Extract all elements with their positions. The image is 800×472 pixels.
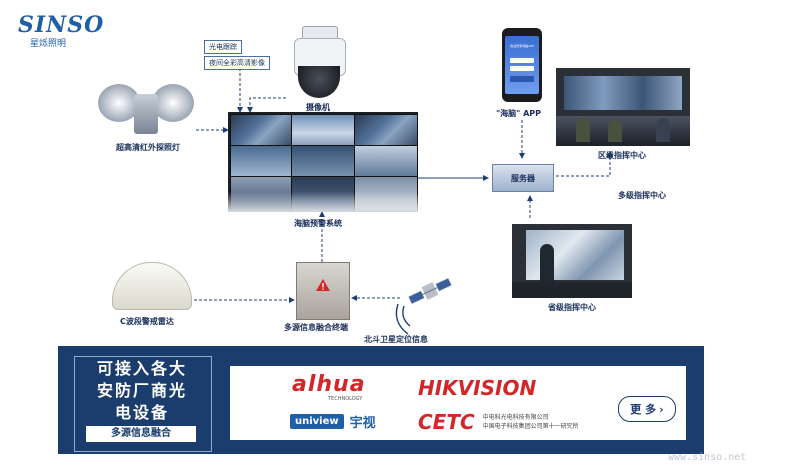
logo-brand: SINSO	[18, 12, 105, 38]
dahua-sub: TECHNOLOGY	[328, 396, 363, 402]
banner-tag: 多源信息融合	[86, 426, 196, 442]
more-button[interactable]: 更 多 ›	[618, 396, 676, 422]
provincial-center-image	[512, 224, 632, 298]
radar-label: C波段警戒雷达	[120, 317, 174, 326]
hikvision-logo: HIKVISION	[418, 376, 536, 400]
watermark: www.sinso.net	[668, 452, 747, 463]
banner-title-line2: 安防厂商光	[96, 381, 187, 400]
warning-triangle-icon	[315, 277, 331, 291]
camera-image	[294, 26, 346, 98]
multilevel-center-label: 多级指挥中心	[618, 191, 666, 200]
app-label: "海脑" APP	[496, 109, 542, 118]
cetc-wordmark: CETC	[418, 410, 475, 434]
cetc-line2: 中国电子科技集团公司第十一研究所	[482, 423, 579, 430]
uniview-wordmark: uniview	[290, 414, 344, 429]
app-screen-title: 欢迎登录海脑APP	[510, 44, 534, 48]
more-label: 更 多	[630, 403, 657, 416]
night-imaging-label: 夜间全彩高清影像	[204, 56, 270, 70]
cetc-logo: CETC 中电科光电科技有限公司 中国电子科技集团公司第十一研究所	[418, 410, 579, 434]
searchlight-image	[96, 80, 196, 138]
uniview-logo: uniview 宇视	[290, 412, 376, 431]
logo-subtitle: 星烁照明	[30, 39, 67, 49]
banner-title: 可接入各大 安防厂商光 电设备	[78, 358, 206, 424]
district-center-label: 区级指挥中心	[598, 151, 646, 160]
server-box: 服务器	[492, 164, 554, 192]
phone-app-image: 欢迎登录海脑APP	[502, 28, 542, 102]
video-wall-image	[228, 112, 418, 212]
terminal-label: 多源信息融合终端	[284, 323, 348, 332]
cetc-line1: 中电科光电科技有限公司	[482, 414, 549, 421]
chevron-right-icon: ›	[659, 402, 664, 416]
district-center-image	[556, 68, 690, 146]
banner-title-line1: 可接入各大	[96, 359, 187, 378]
satellite-icon	[407, 276, 453, 306]
warning-system-label: 海脑预警系统	[294, 219, 342, 228]
beidou-label: 北斗卫星定位信息	[364, 335, 428, 344]
optical-tracking-label: 光电跟踪	[204, 40, 242, 54]
dahua-wordmark: alhua	[292, 372, 366, 397]
dahua-logo: alhua TECHNOLOGY	[292, 372, 366, 403]
link-camera	[247, 97, 286, 113]
link-server-district	[556, 151, 613, 177]
terminal-image	[296, 262, 350, 320]
banner-title-line3: 电设备	[114, 403, 169, 422]
hikvision-wordmark: HIKVISION	[418, 376, 537, 400]
banner-title-frame	[74, 356, 212, 452]
uniview-cn: 宇视	[349, 416, 376, 431]
camera-label: 摄像机	[306, 103, 330, 112]
sinso-logo: SINSO 星烁照明	[18, 12, 104, 49]
provincial-center-label: 省级指挥中心	[548, 303, 596, 312]
searchlight-label: 超高清红外探照灯	[116, 143, 180, 152]
